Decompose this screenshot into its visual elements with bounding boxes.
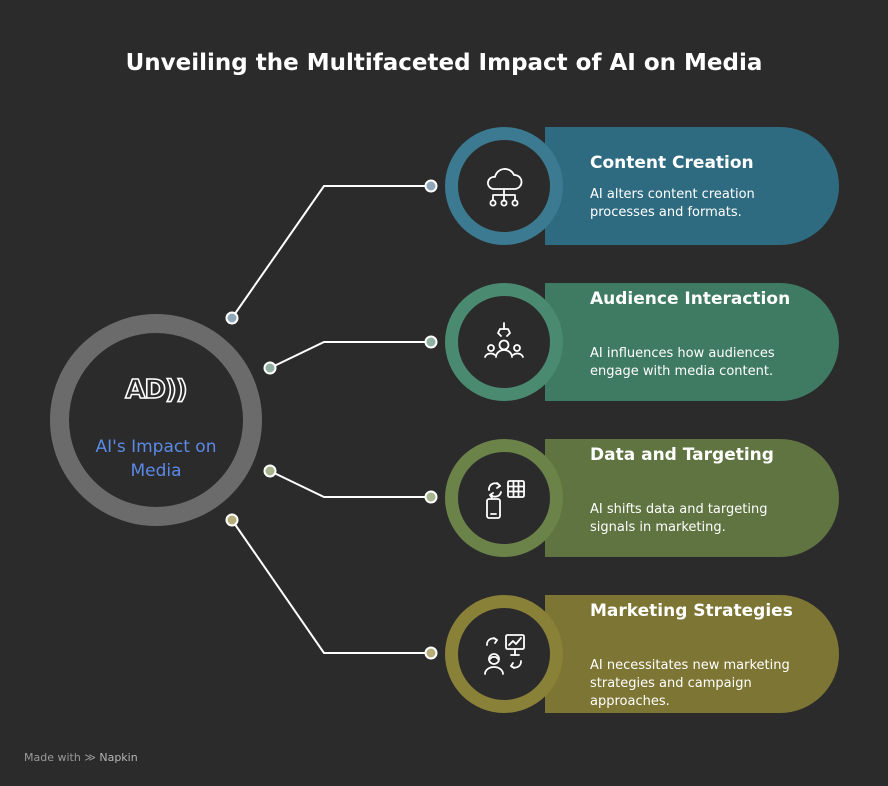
- napkin-logo-icon: ≫: [84, 751, 96, 764]
- connector-line-1: [231, 185, 431, 319]
- footer-prefix: Made with: [24, 751, 81, 764]
- diagram-title: Unveiling the Multifaceted Impact of AI …: [125, 50, 763, 76]
- connector-line-3: [269, 470, 431, 498]
- phone-table-icon: [486, 480, 525, 519]
- card-audience-interaction: Audience Interaction AI influences how a…: [445, 283, 839, 401]
- card-description: AI necessitates new marketing strategies…: [590, 658, 790, 709]
- card-pill: [545, 127, 839, 245]
- card-icon-ring: [445, 595, 563, 713]
- card-icon-ring: [445, 283, 563, 401]
- card-content-creation: Content Creation AI alters content creat…: [445, 127, 839, 245]
- card-description: AI influences how audiences engage with …: [590, 346, 775, 379]
- card-dot-4: [424, 646, 438, 660]
- connector-line-2: [269, 341, 431, 369]
- card-title: Content Creation: [590, 153, 754, 173]
- robot-arm-people-icon: [484, 322, 524, 358]
- card-marketing-strategies: Marketing Strategies AI necessitates new…: [445, 595, 839, 713]
- cloud-network-icon: [487, 168, 523, 207]
- hub-dot-4: [225, 513, 239, 527]
- footer-brand[interactable]: Napkin: [99, 751, 138, 764]
- card-data-targeting: Data and Targeting AI shifts data and ta…: [445, 439, 839, 557]
- card-dot-1: [424, 179, 438, 193]
- footer-credit: Made with ≫ Napkin: [24, 751, 138, 764]
- central-hub: AD)) AI's Impact on Media: [50, 314, 262, 526]
- card-icon-ring: [445, 127, 563, 245]
- hub-dot-2: [263, 361, 277, 375]
- hub-label: AI's Impact on Media: [95, 437, 217, 481]
- card-icon-ring: [445, 439, 563, 557]
- card-pill: [545, 439, 839, 557]
- card-pill: [545, 595, 839, 713]
- card-description: AI shifts data and targeting signals in …: [590, 502, 768, 535]
- card-dot-2: [424, 335, 438, 349]
- card-title: Data and Targeting: [590, 445, 774, 465]
- card-pill: [545, 283, 839, 401]
- card-dot-3: [424, 490, 438, 504]
- connector-line-4: [231, 519, 431, 654]
- hub-dot-3: [263, 464, 277, 478]
- ai-logo-icon: AD)): [124, 374, 188, 406]
- presentation-person-icon: [484, 634, 525, 675]
- card-title: Audience Interaction: [590, 289, 791, 309]
- hub-dot-1: [225, 311, 239, 325]
- card-description: AI alters content creation processes and…: [590, 187, 755, 220]
- card-title: Marketing Strategies: [590, 601, 793, 621]
